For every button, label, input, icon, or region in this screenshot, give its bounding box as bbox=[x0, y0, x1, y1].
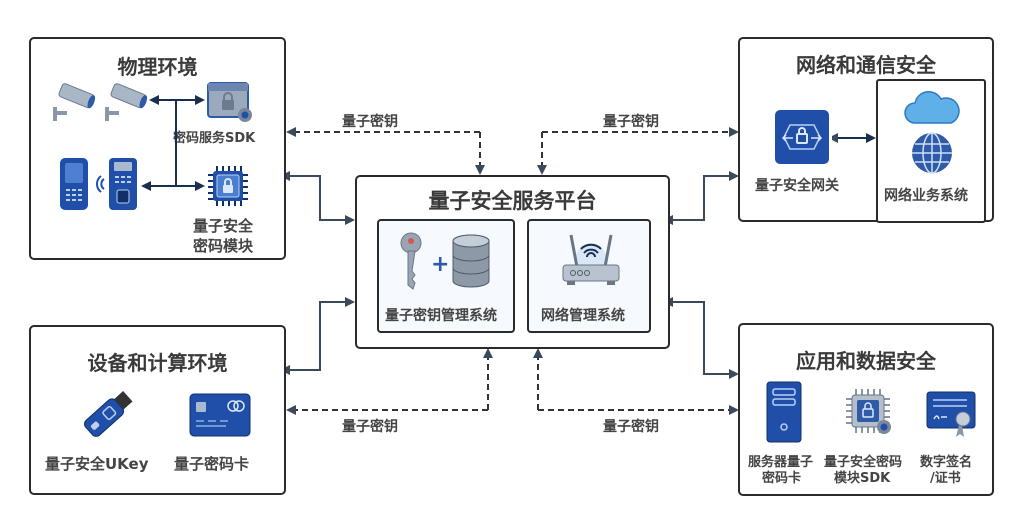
crypto-card-icon bbox=[189, 393, 251, 437]
security-camera-icon bbox=[53, 83, 96, 121]
certificate-icon bbox=[926, 391, 976, 437]
platform-title: 量子安全服务平台 bbox=[428, 189, 597, 213]
sdk-window-lock-icon bbox=[207, 82, 252, 122]
device-bus-lines bbox=[141, 95, 205, 191]
key-database-icon: + bbox=[400, 232, 490, 290]
network-security-title: 网络和通信安全 bbox=[796, 53, 936, 77]
wifi-router-icon bbox=[562, 234, 620, 285]
chip-gear-icon bbox=[846, 389, 891, 434]
bidirectional-arrow bbox=[832, 133, 876, 143]
server-card-label-line1: 服务器量子 bbox=[748, 455, 814, 470]
link-physical-platform bbox=[280, 171, 355, 225]
physical-environment-title: 物理环境 bbox=[117, 55, 198, 79]
network-management-panel: 网络管理系统 bbox=[527, 219, 651, 333]
svg-text:+: + bbox=[431, 252, 449, 277]
device-compute-panel: 设备和计算环境 量子安全UKey 量子密码卡 bbox=[29, 325, 286, 495]
network-security-panel: 网络和通信安全 量子安全网关 网络业务系统 bbox=[738, 37, 994, 223]
device-compute-title: 设备和计算环境 bbox=[87, 351, 228, 375]
server-icon bbox=[766, 381, 802, 443]
business-system-label: 网络业务系统 bbox=[884, 188, 968, 204]
quantum-platform-panel: 量子安全服务平台 + 量子密钥管理系统 网络管理系统 bbox=[355, 175, 670, 349]
app-data-title: 应用和数据安全 bbox=[796, 349, 936, 373]
signature-cert-label-line2: /证书 bbox=[930, 471, 961, 486]
physical-environment-panel: 物理环境 密码服务SDK bbox=[29, 37, 286, 260]
key-management-panel: + 量子密钥管理系统 bbox=[377, 219, 515, 333]
key-management-label: 量子密钥管理系统 bbox=[385, 308, 497, 324]
mobile-phone-icon bbox=[60, 158, 88, 210]
ukey-label: 量子安全UKey bbox=[45, 455, 149, 473]
quantum-gateway-icon bbox=[775, 110, 829, 164]
usb-key-icon bbox=[84, 391, 133, 437]
module-sdk-label-line1: 量子安全密码 bbox=[824, 455, 903, 470]
gateway-label: 量子安全网关 bbox=[755, 178, 839, 194]
signature-cert-label-line1: 数字签名 bbox=[920, 455, 973, 470]
link-app-platform bbox=[663, 297, 739, 379]
cloud-icon bbox=[904, 91, 960, 124]
module-sdk-label-line2: 模块SDK bbox=[834, 471, 891, 486]
sdk-label: 密码服务SDK bbox=[173, 131, 256, 146]
chip-lock-icon bbox=[208, 166, 248, 206]
link-device-platform bbox=[280, 297, 355, 375]
link-network-platform bbox=[663, 171, 739, 225]
security-camera-icon bbox=[105, 83, 148, 121]
key-label-top-right: 量子密钥 bbox=[603, 114, 659, 130]
key-label-bottom-right: 量子密钥 bbox=[603, 419, 659, 435]
wireless-signal-icon bbox=[96, 175, 105, 193]
quantum-module-label-line1: 量子安全 bbox=[193, 217, 254, 235]
network-management-label: 网络管理系统 bbox=[541, 308, 625, 324]
quantum-module-label-line2: 密码模块 bbox=[193, 237, 254, 255]
globe-icon bbox=[912, 132, 952, 174]
key-label-top-left: 量子密钥 bbox=[342, 114, 398, 130]
app-data-panel: 应用和数据安全 服务器量子 密码卡 量子安全密码 模块SDK 数字签名 /证书 bbox=[738, 323, 994, 496]
key-label-bottom-left: 量子密钥 bbox=[342, 419, 398, 435]
fingerprint-terminal-icon bbox=[109, 158, 137, 210]
crypto-card-label: 量子密码卡 bbox=[174, 455, 250, 473]
business-system-panel: 网络业务系统 bbox=[876, 79, 986, 223]
server-card-label-line2: 密码卡 bbox=[762, 471, 802, 486]
